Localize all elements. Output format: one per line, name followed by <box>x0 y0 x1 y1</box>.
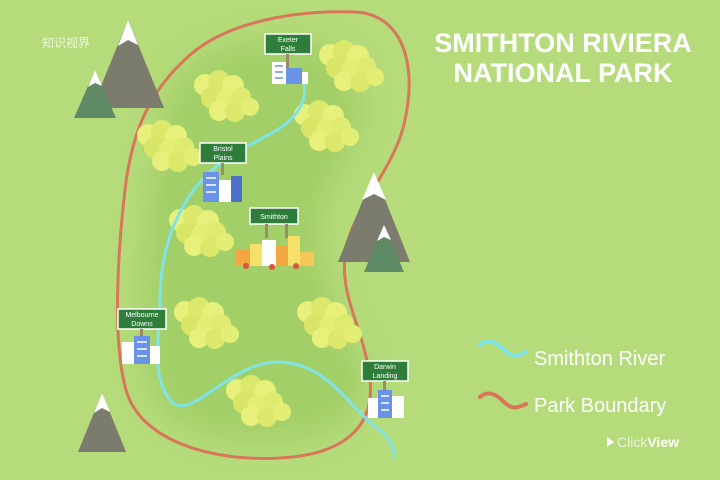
mountain-icon <box>338 172 410 262</box>
mountain-icon <box>364 225 404 272</box>
mountain-icon <box>92 20 164 108</box>
legend-label-river: Smithton River <box>534 348 665 370</box>
place-label: Melbourne <box>125 312 158 319</box>
map-title-line1: SMITHTON RIVIERA <box>434 28 692 58</box>
boundary-legend-swatch <box>478 391 528 410</box>
park-boundary-line <box>116 10 411 460</box>
brand-text: ClickView <box>617 434 679 450</box>
map-legend: Smithton River Park Boundary <box>478 339 666 417</box>
place-label: Bristol <box>213 146 233 153</box>
place-label: Darwin <box>374 364 396 371</box>
clickview-logo: ClickView <box>607 434 679 450</box>
place-smithton: Smithton <box>236 207 314 270</box>
place-bristol-plains: Bristol Plains <box>199 142 247 202</box>
mountain-icon <box>78 393 126 452</box>
place-darwin-landing: Darwin Landing <box>361 360 409 418</box>
place-label: Plains <box>213 155 233 162</box>
place-label: Exeter <box>278 37 299 44</box>
place-melbourne-downs: Melbourne Downs <box>117 308 167 364</box>
place-label: Smithton <box>260 214 288 221</box>
building-icon <box>368 390 404 418</box>
town-houses-icon <box>236 236 314 270</box>
river-legend-swatch <box>478 339 528 358</box>
map-title-line2: NATIONAL PARK <box>454 58 673 88</box>
play-icon <box>607 437 614 447</box>
watermark-text: 知识视界 <box>42 35 90 50</box>
place-exeter-falls: Exeter Falls <box>264 33 312 84</box>
mountain-icon <box>74 70 116 118</box>
place-label: Falls <box>281 46 296 53</box>
place-label: Landing <box>373 373 398 380</box>
building-icon <box>203 172 242 202</box>
building-icon <box>122 336 160 364</box>
legend-label-boundary: Park Boundary <box>534 395 666 417</box>
place-label: Downs <box>131 321 153 328</box>
building-icon <box>272 62 308 84</box>
